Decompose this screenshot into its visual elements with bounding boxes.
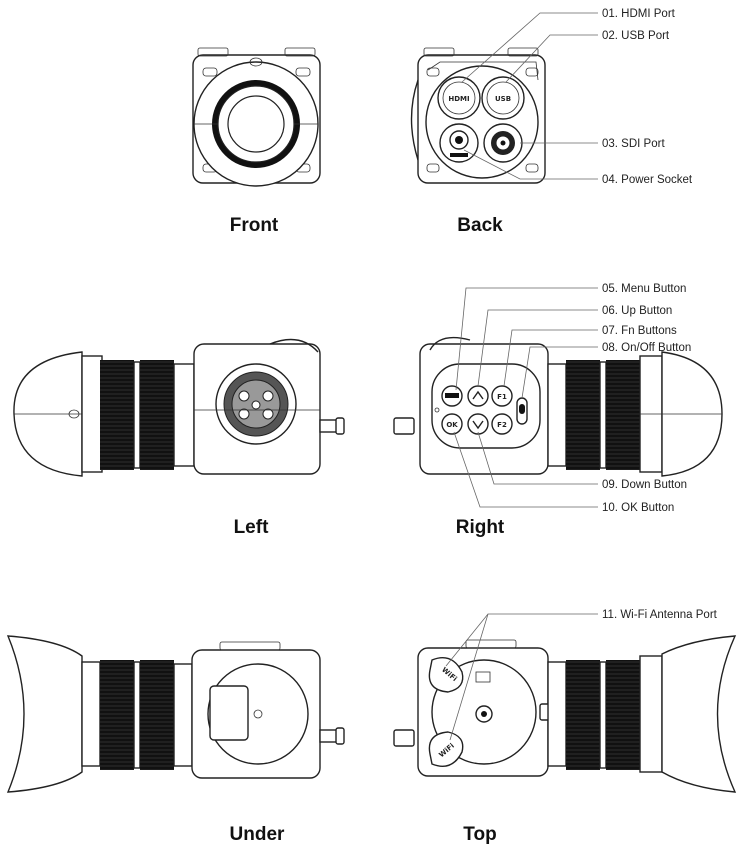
back-view-drawing: HDMI USB: [410, 47, 546, 184]
callout-onoff-button: 08. On/Off Button: [602, 342, 691, 354]
ok-button-label: OK: [446, 421, 458, 429]
callout-usb-port: 02. USB Port: [602, 30, 670, 42]
under-view-title: Under: [230, 824, 286, 845]
right-leaders: [453, 287, 598, 508]
under-view-drawing: [6, 635, 345, 793]
callout-sdi-port: 03. SDI Port: [602, 138, 665, 150]
usb-port-label: USB: [495, 95, 511, 103]
callout-down-button: 09. Down Button: [602, 479, 687, 491]
top-view-title: Top: [463, 824, 496, 845]
top-leaders: [445, 613, 598, 741]
hdmi-port-label: HDMI: [448, 95, 469, 103]
callout-up-button: 06. Up Button: [602, 305, 672, 317]
front-view-drawing: [192, 47, 321, 187]
top-view-drawing: WiFi WiFi: [393, 635, 737, 793]
f1-button-label: F1: [497, 393, 507, 401]
callout-ok-button: 10. OK Button: [602, 502, 674, 514]
front-view-title: Front: [230, 215, 279, 236]
callout-wifi-antenna-port: 11. Wi-Fi Antenna Port: [602, 609, 718, 621]
back-view-title: Back: [457, 215, 503, 236]
callout-menu-button: 05. Menu Button: [602, 283, 686, 295]
callout-fn-buttons: 07. Fn Buttons: [602, 325, 677, 337]
back-leaders: [461, 12, 598, 180]
right-view-title: Right: [456, 517, 505, 538]
right-view-drawing: F1 OK F2: [393, 336, 723, 477]
left-view-drawing: [13, 338, 345, 477]
left-view-title: Left: [234, 517, 270, 538]
callout-power-socket: 04. Power Socket: [602, 174, 693, 186]
f2-button-label: F2: [497, 421, 507, 429]
callout-hdmi-port: 01. HDMI Port: [602, 8, 676, 20]
